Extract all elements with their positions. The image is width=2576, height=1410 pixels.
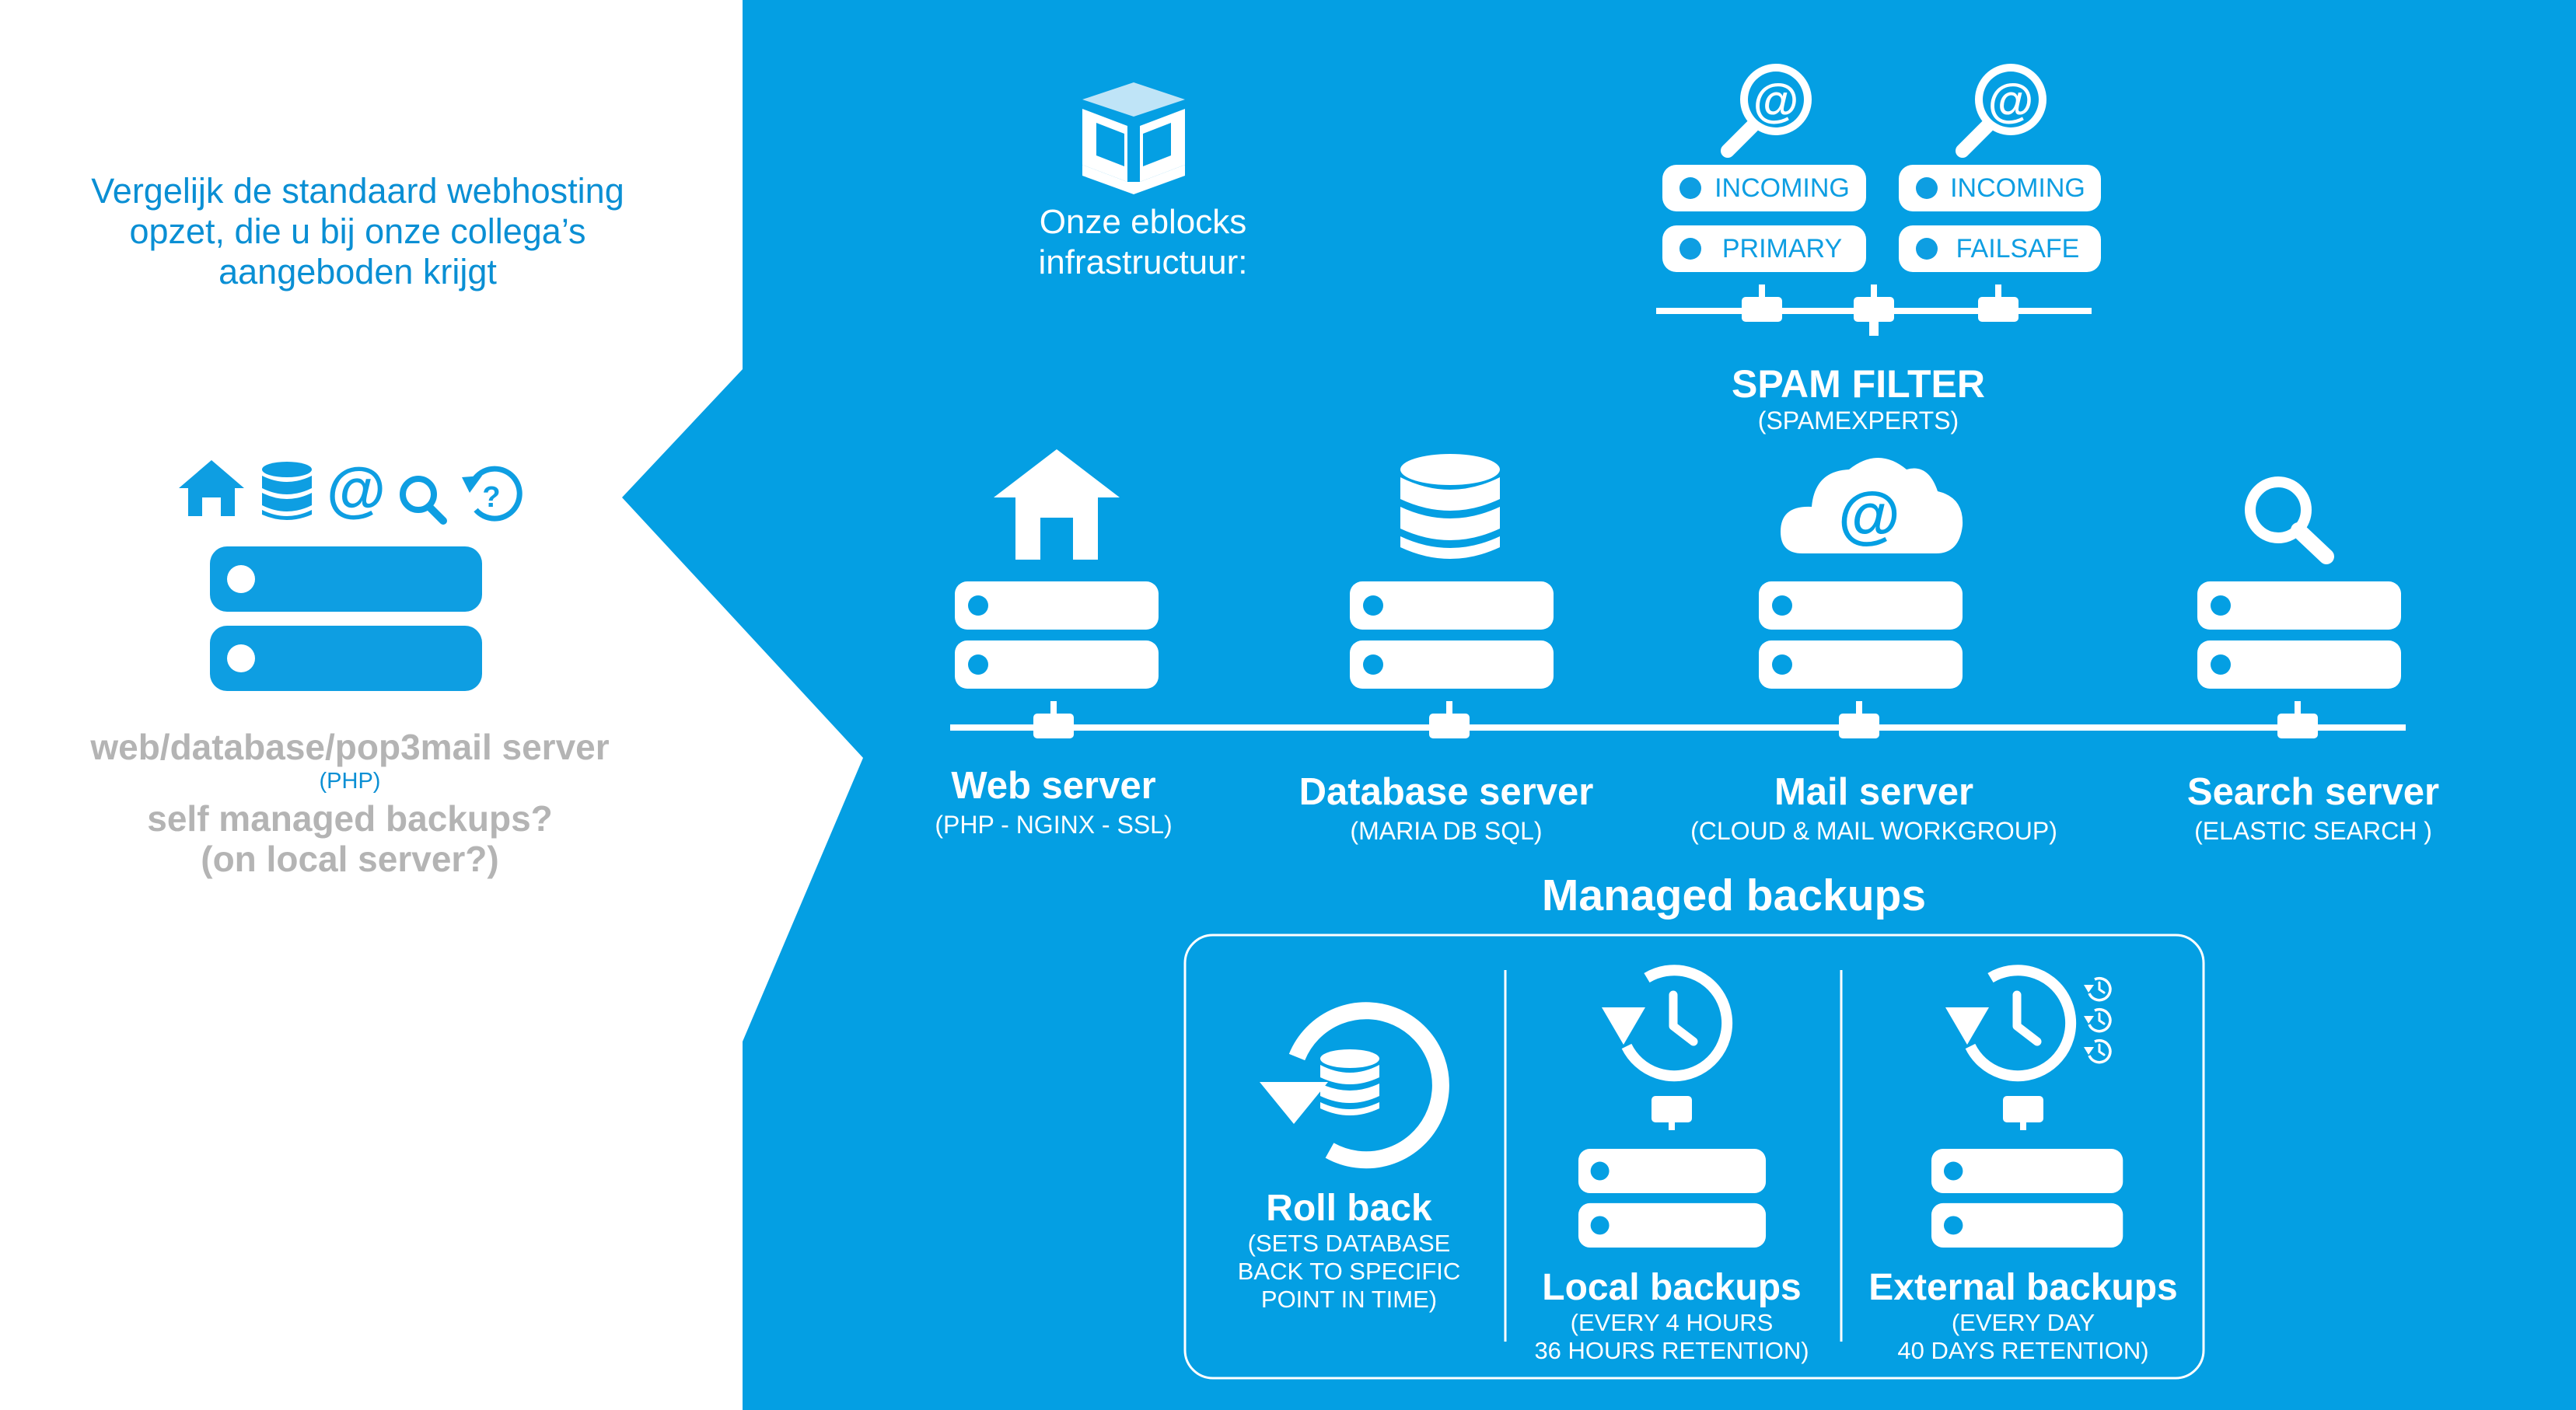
svg-text:@: @ <box>1753 75 1799 127</box>
web-server-sub: (PHP - NGINX - SSL) <box>935 811 1173 839</box>
standard-server-title: web/database/pop3mail server <box>90 727 610 767</box>
mail-server-name: Mail server <box>1774 771 1974 813</box>
eblocks-label: Onze eblocks infrastructuur: <box>1003 202 1283 283</box>
standard-server-sub: (PHP) <box>319 769 381 794</box>
rollback-desc-line: BACK TO SPECIFIC <box>1237 1258 1461 1285</box>
external-backups-name: External backups <box>1868 1267 2178 1308</box>
spam-filter-sub: (SPAMEXPERTS) <box>1757 407 1959 435</box>
mail-server-sub: (CLOUD & MAIL WORKGROUP) <box>1690 817 2057 845</box>
local-backups-desc-line: 36 HOURS RETENTION) <box>1534 1337 1809 1364</box>
pill-label: INCOMING <box>1950 173 2085 203</box>
external-backups-desc: (EVERY DAY 40 DAYS RETENTION) <box>1844 1309 2202 1365</box>
pill-label: FAILSAFE <box>1956 233 2080 264</box>
intro-line: opzet, die u bij onze collega’s <box>129 211 586 251</box>
managed-backups-title: Managed backups <box>1541 871 1927 920</box>
backup-question: self managed backups? <box>147 798 553 839</box>
local-backups-desc: (EVERY 4 HOURS 36 HOURS RETENTION) <box>1508 1309 1835 1365</box>
intro-line: aangeboden krijgt <box>218 252 497 291</box>
external-backups-desc-line: (EVERY DAY <box>1951 1309 2095 1336</box>
rollback-desc-line: (SETS DATABASE <box>1247 1230 1451 1257</box>
status-dot <box>1679 177 1701 199</box>
search-server-sub: (ELASTIC SEARCH ) <box>2194 817 2432 845</box>
spam-box-primary: PRIMARY <box>1662 225 1866 272</box>
spam-box-primary-incoming: INCOMING <box>1662 165 1866 211</box>
status-dot <box>1916 238 1938 260</box>
search-server-name: Search server <box>2186 771 2440 813</box>
web-server-name: Web server <box>951 765 1156 807</box>
spam-filter-title: SPAM FILTER <box>1732 362 1985 406</box>
local-backups-name: Local backups <box>1542 1267 1802 1308</box>
rollback-desc-line: POINT IN TIME) <box>1260 1286 1438 1313</box>
status-dot <box>1916 177 1938 199</box>
eblocks-line: Onze eblocks <box>1039 203 1247 241</box>
backup-question-location: (on local server?) <box>201 839 499 879</box>
rollback-name: Roll back <box>1266 1188 1432 1229</box>
pill-label: INCOMING <box>1714 173 1850 203</box>
svg-text:@: @ <box>327 455 386 523</box>
pill-label: PRIMARY <box>1721 233 1843 264</box>
svg-text:?: ? <box>482 481 500 514</box>
spam-box-failsafe-incoming: INCOMING <box>1899 165 2101 211</box>
local-backups-desc-line: (EVERY 4 HOURS <box>1570 1309 1774 1336</box>
svg-text:@: @ <box>1838 480 1900 550</box>
svg-text:@: @ <box>1988 75 2034 127</box>
external-backups-desc-line: 40 DAYS RETENTION) <box>1897 1337 2149 1364</box>
rollback-desc: (SETS DATABASE BACK TO SPECIFIC POINT IN… <box>1197 1230 1501 1314</box>
spam-box-failsafe: FAILSAFE <box>1899 225 2101 272</box>
database-server-name: Database server <box>1298 771 1594 813</box>
database-server-sub: (MARIA DB SQL) <box>1350 817 1543 845</box>
intro-text: Vergelijk de standaard webhosting opzet,… <box>47 171 669 292</box>
status-dot <box>1679 238 1701 260</box>
eblocks-line: infrastructuur: <box>1038 243 1248 281</box>
intro-line: Vergelijk de standaard webhosting <box>91 171 624 211</box>
